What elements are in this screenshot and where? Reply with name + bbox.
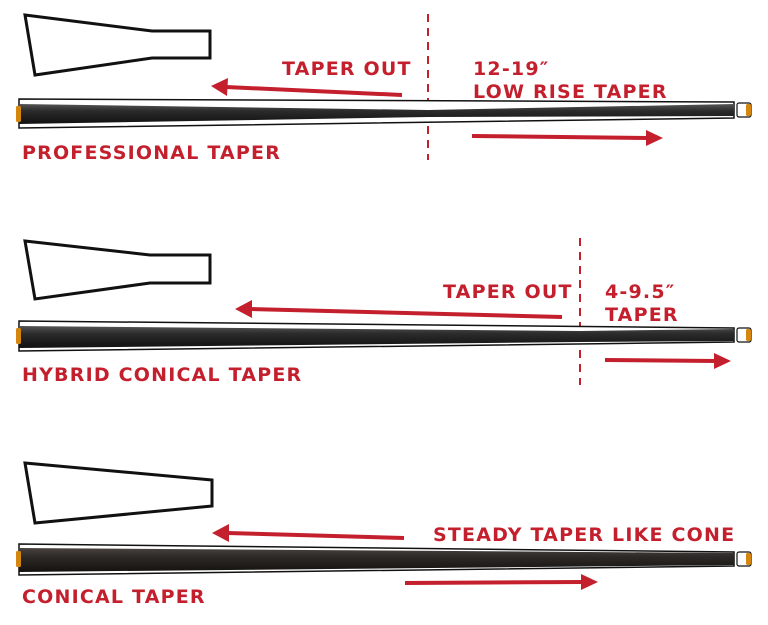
taper-length-label: 12-19″	[473, 58, 550, 80]
low-rise-arrow	[471, 130, 663, 146]
taper-profile-icon	[23, 13, 212, 77]
cue-shaft	[16, 320, 752, 352]
section-title: HYBRID CONICAL TAPER	[22, 364, 303, 386]
taper-out-label: TAPER OUT	[443, 281, 573, 303]
taper-out-arrow	[235, 300, 563, 319]
taper-length-label: 4-9.5″	[605, 281, 676, 303]
steady-taper-arrow	[212, 524, 405, 542]
hybrid-conical-taper-section	[16, 238, 752, 385]
taper-profile-icon	[23, 461, 214, 525]
cue-shaft	[16, 543, 752, 576]
steady-taper-label: STEADY TAPER LIKE CONE	[433, 524, 736, 546]
taper-out-arrow	[211, 78, 403, 97]
section-title: PROFESSIONAL TAPER	[22, 142, 282, 164]
conical-taper-section	[16, 461, 752, 590]
steady-taper-forward-arrow	[404, 574, 598, 590]
taper-out-label: TAPER OUT	[282, 58, 412, 80]
joint-pin	[16, 106, 21, 122]
joint-pin	[16, 328, 21, 344]
taper-description-label: TAPER	[605, 304, 679, 326]
joint-pin	[16, 551, 21, 567]
taper-description-label: LOW RISE TAPER	[473, 81, 668, 103]
professional-taper-section	[16, 13, 752, 160]
section-title: CONICAL TAPER	[22, 586, 206, 608]
short-taper-arrow	[604, 353, 731, 369]
cue-shaft	[16, 98, 752, 129]
taper-profile-icon	[23, 239, 212, 301]
